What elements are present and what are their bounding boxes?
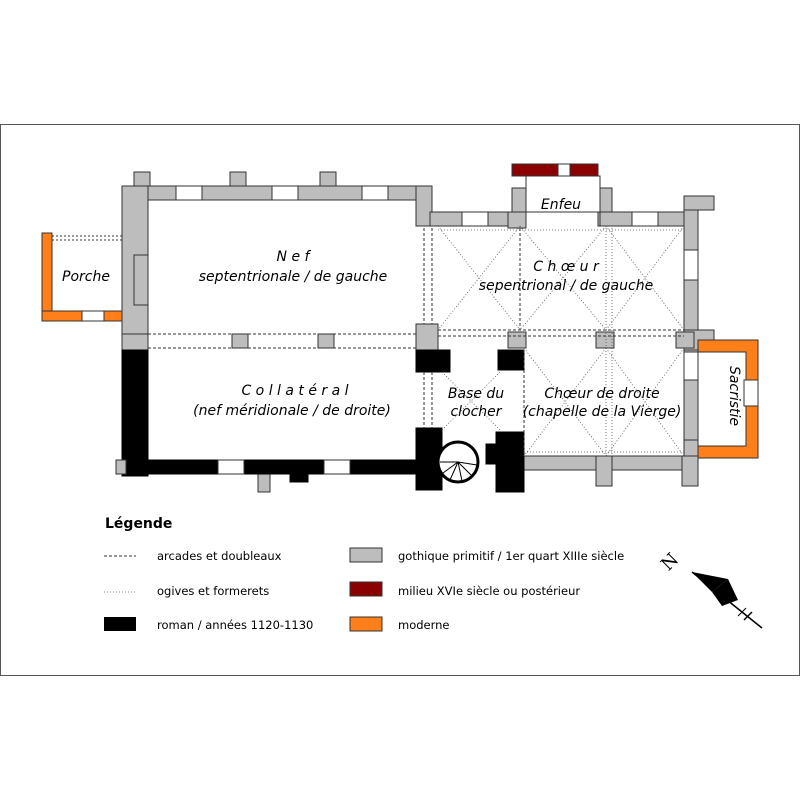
label-base-clocher-2: clocher <box>450 404 502 420</box>
legend-xvie-label: milieu XVIe siècle ou postérieur <box>398 584 580 598</box>
south-windows <box>115 459 351 475</box>
label-porche: Porche <box>62 269 110 285</box>
spiral-staircase <box>436 440 480 484</box>
label-nef-subtitle: septentrionale / de gauche <box>199 269 388 285</box>
legend-xvie-swatch <box>349 581 383 597</box>
label-choeur-droite-title: Chœur de droite <box>544 386 659 402</box>
label-nef-title: N e f <box>277 249 312 265</box>
compass-fletch <box>712 579 738 606</box>
label-base-clocher-1: Base du <box>448 386 504 402</box>
legend-gothique-swatch <box>349 547 383 563</box>
roman-walls <box>115 349 525 493</box>
legend-gothique-label: gothique primitif / 1er quart XIIIe sièc… <box>398 549 624 563</box>
label-choeur-sept-title: C h œ u r <box>533 259 600 275</box>
label-choeur-sept-subtitle: sepentrional / de gauche <box>479 278 653 294</box>
porche-walls <box>41 232 135 322</box>
legend-moderne-label: moderne <box>398 618 450 632</box>
label-collateral-subtitle: (nef méridionale / de droite) <box>193 403 391 419</box>
arcades-lines <box>148 228 684 456</box>
legend-ogives-label: ogives et formerets <box>157 584 269 598</box>
label-choeur-droite-subtitle: (chapelle de la Vierge) <box>523 404 682 420</box>
legend-title: Légende <box>105 516 172 532</box>
label-enfeu: Enfeu <box>541 197 581 213</box>
compass-arrowhead <box>692 572 728 592</box>
legend-arcades-label: arcades et doubleaux <box>157 549 282 563</box>
legend-moderne-swatch <box>349 616 383 632</box>
label-sacristie: Sacristie <box>726 366 742 426</box>
label-collateral-title: C o l l a t é r a l <box>241 383 348 399</box>
enfeu-walls <box>511 163 601 213</box>
nef-windows <box>175 185 699 381</box>
legend-roman-label: roman / années 1120-1130 <box>157 618 313 632</box>
ogives-lines <box>437 225 685 457</box>
legend-roman-swatch <box>104 617 136 631</box>
sacristie-walls <box>697 339 759 459</box>
